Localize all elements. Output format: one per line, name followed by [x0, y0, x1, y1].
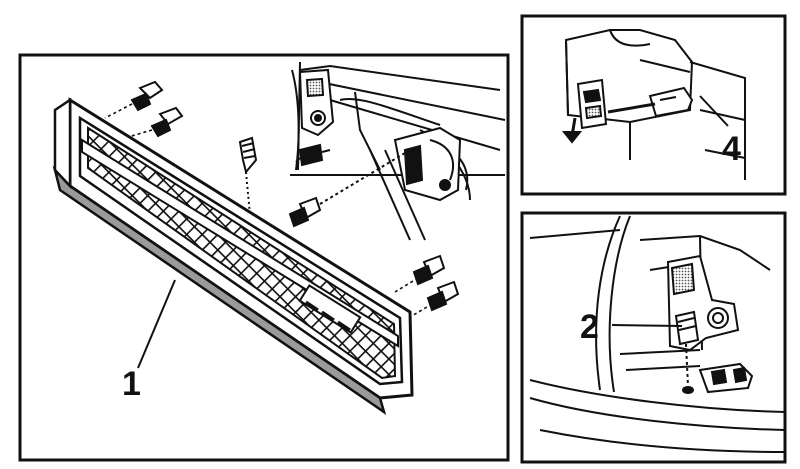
- fastener-detail: [529, 215, 786, 453]
- inset-bottom-right: 2: [520, 211, 787, 464]
- inset-top-right: 4: [520, 14, 787, 196]
- callout-1-leader: [137, 279, 176, 369]
- main-panel: 1: [18, 53, 510, 462]
- clip-detail: [561, 29, 746, 180]
- callout-4-label: 4: [722, 130, 741, 168]
- push-clip-upper-2: [150, 106, 184, 138]
- push-clip-middle: [288, 149, 411, 228]
- push-clip-lower-1: [412, 254, 446, 286]
- push-clip-lower-2: [426, 280, 460, 312]
- callout-1-label: 1: [122, 365, 141, 403]
- inset-bottom-frame: [520, 211, 787, 464]
- push-clip-upper-1: [130, 80, 164, 112]
- radiator-grille: [52, 97, 414, 415]
- latch-bracket: [295, 68, 462, 202]
- screw: [238, 136, 258, 216]
- callout-2-label: 2: [580, 308, 599, 346]
